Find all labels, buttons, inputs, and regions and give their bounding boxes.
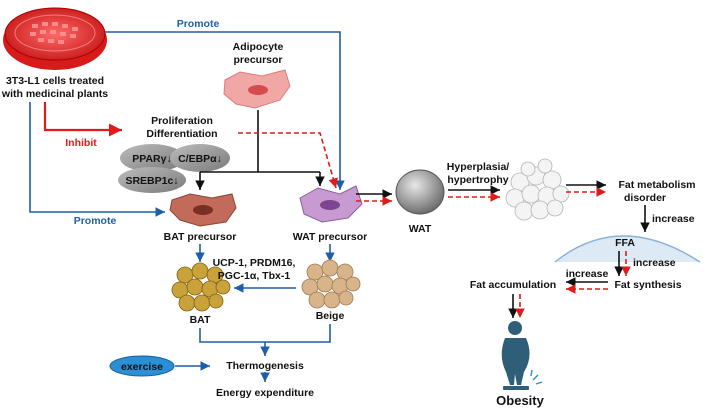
fat-synthesis-label: Fat synthesis	[614, 279, 681, 291]
srebp-label: SREBP1c↓	[125, 175, 178, 187]
exercise-badge: exercise	[109, 355, 175, 377]
bat-precursor-icon	[169, 193, 237, 227]
proliferation-label: Proliferation	[151, 115, 213, 127]
cebp-blob: C/EBPα↓	[170, 144, 230, 172]
ppar-blob: PPARγ↓	[120, 144, 184, 172]
promote-bottom-label: Promote	[74, 215, 117, 227]
cebp-label: C/EBPα↓	[178, 153, 222, 165]
fat-accumulation-label: Fat accumulation	[470, 279, 556, 291]
fat-metabolism-label-line2: disorder	[624, 192, 666, 204]
bat-cluster-icon	[171, 262, 231, 312]
thermogenesis-bracket	[199, 324, 331, 343]
wat-precursor-label: WAT precursor	[293, 231, 367, 243]
differentiation-label: Differentiation	[146, 128, 217, 140]
adipocyte-precursor-icon	[223, 69, 291, 109]
inhibit-label: Inhibit	[65, 137, 97, 149]
promote-top-arrow	[105, 31, 345, 190]
thermogenesis-label: Thermogenesis	[226, 360, 304, 372]
bat-precursor-label: BAT precursor	[164, 231, 237, 243]
increase-2-label: increase	[633, 257, 676, 269]
inhibit-arrow	[43, 102, 122, 137]
hyperplasia-label-line1: Hyperplasia/	[447, 161, 510, 173]
fat-cluster-icon	[505, 158, 570, 221]
increase-3-label: increase	[566, 268, 609, 280]
wat-precursor-icon	[299, 185, 363, 223]
hyperplasia-label-line2: hypertrophy	[447, 174, 508, 186]
adipocyte-label-line1: Adipocyte	[233, 41, 284, 53]
increase-1-label: increase	[652, 213, 695, 225]
ucp-label-line2: PGC-1α, Tbx-1	[218, 270, 291, 282]
scale-alert-icon	[530, 369, 543, 385]
adipocyte-label-line2: precursor	[233, 54, 282, 66]
srebp-blob: SREBP1c↓	[118, 167, 186, 193]
ffa-label: FFA	[615, 237, 635, 249]
promote-top-label: Promote	[177, 18, 220, 30]
beige-cluster-icon	[301, 259, 361, 309]
cells-label-line1: 3T3-L1 cells treated	[6, 75, 104, 87]
ppar-label: PPARγ↓	[132, 153, 171, 165]
bat-label: BAT	[190, 314, 211, 326]
cells-label-line2: with medicinal plants	[1, 88, 108, 100]
differentiation-dashed-arrow	[238, 132, 338, 189]
cell-membrane-arc	[554, 235, 701, 263]
energy-expenditure-label: Energy expenditure	[216, 387, 314, 399]
ucp-label-line1: UCP-1, PRDM16,	[213, 257, 296, 269]
obese-person-icon	[501, 321, 530, 390]
petri-dish-icon	[3, 7, 107, 70]
wat-label: WAT	[409, 223, 432, 235]
exercise-label: exercise	[121, 361, 163, 373]
promote-bottom-arrow	[29, 102, 165, 217]
beige-label: Beige	[316, 310, 345, 322]
wat-cell-icon	[395, 169, 445, 215]
fat-metabolism-label-line1: Fat metabolism	[618, 179, 695, 191]
obesity-label: Obesity	[496, 393, 544, 408]
